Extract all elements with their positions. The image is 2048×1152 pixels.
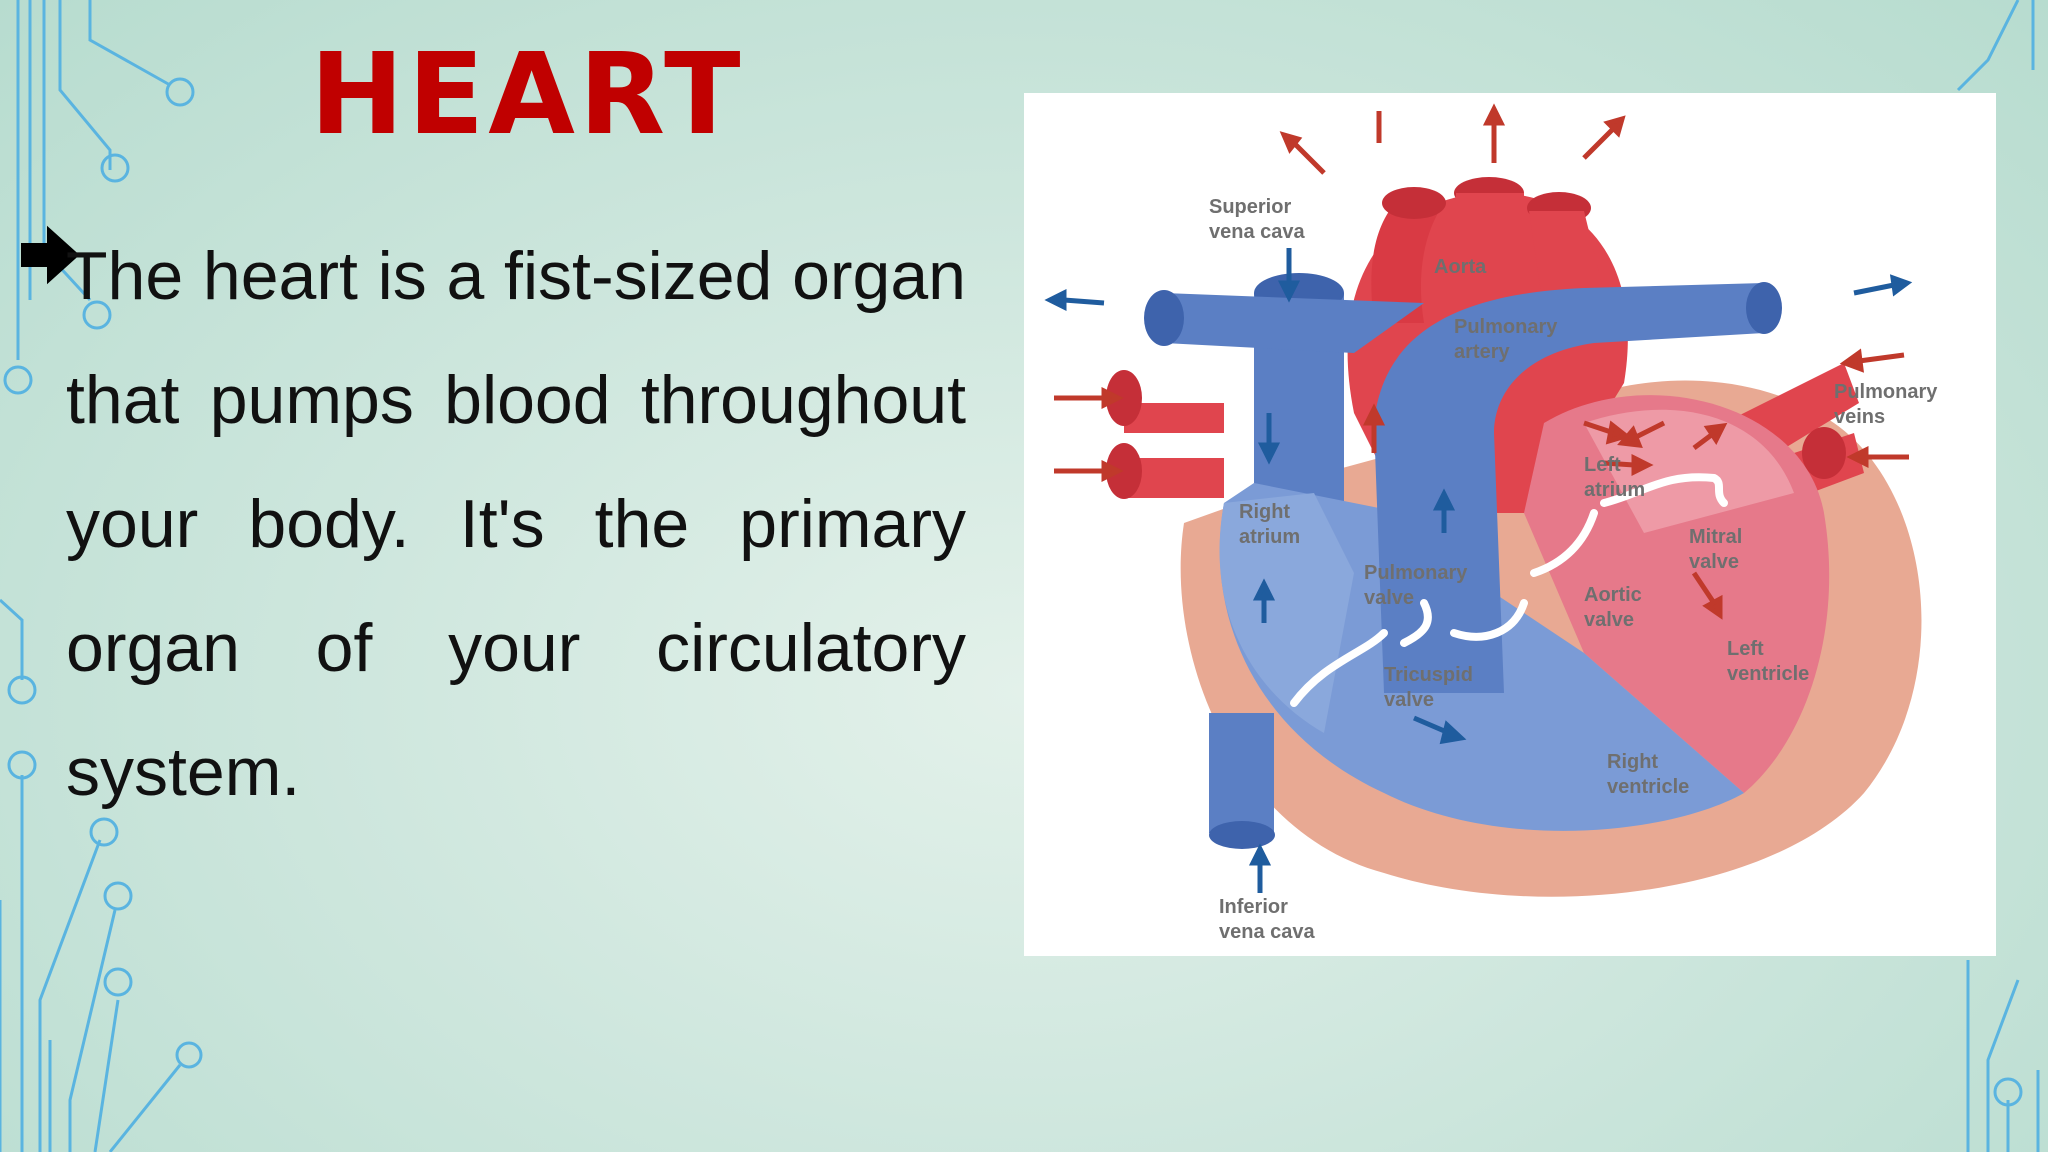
circuit-decoration-left xyxy=(0,0,203,1152)
label-pulmonary-valve-2: valve xyxy=(1364,587,1414,609)
label-pulmonary-artery-2: artery xyxy=(1454,341,1510,363)
label-left-ventricle-2: ventricle xyxy=(1727,663,1809,685)
right-arrow-icon xyxy=(21,225,80,285)
label-right-atrium-2: atrium xyxy=(1239,526,1300,548)
heart-diagram: Superior vena cava Aorta Pulmonary arter… xyxy=(1024,93,1996,956)
label-tricuspid-valve-1: Tricuspid xyxy=(1384,664,1473,686)
label-aorta: Aorta xyxy=(1434,256,1487,278)
label-inferior-vena-cava-1: Inferior xyxy=(1219,896,1288,918)
label-left-atrium-1: Left xyxy=(1584,454,1621,476)
label-aortic-valve-2: valve xyxy=(1584,609,1634,631)
label-pulmonary-veins-2: veins xyxy=(1834,406,1885,428)
inferior-vena-cava xyxy=(1209,713,1274,833)
label-left-ventricle-1: Left xyxy=(1727,638,1764,660)
pulmonary-artery xyxy=(1374,283,1764,693)
label-tricuspid-valve-2: valve xyxy=(1384,689,1434,711)
label-mitral-valve-2: valve xyxy=(1689,551,1739,573)
label-right-atrium-1: Right xyxy=(1239,501,1290,523)
label-left-atrium-2: atrium xyxy=(1584,479,1645,501)
label-pulmonary-valve-1: Pulmonary xyxy=(1364,562,1468,584)
label-aortic-valve-1: Aortic xyxy=(1584,584,1642,606)
label-pulmonary-veins-1: Pulmonary xyxy=(1834,381,1938,403)
label-inferior-vena-cava-2: vena cava xyxy=(1219,921,1316,943)
circuit-decoration-right xyxy=(1956,0,2040,1152)
label-pulmonary-artery-1: Pulmonary xyxy=(1454,316,1558,338)
label-superior-vena-cava-2: vena cava xyxy=(1209,221,1306,243)
label-mitral-valve-1: Mitral xyxy=(1689,526,1742,548)
label-right-ventricle-1: Right xyxy=(1607,751,1658,773)
bullet-text: The heart is a fist-sized organ that pum… xyxy=(66,238,966,810)
slide-title: HEART xyxy=(310,30,745,160)
label-superior-vena-cava-1: Superior xyxy=(1209,196,1291,218)
label-right-ventricle-2: ventricle xyxy=(1607,776,1689,798)
